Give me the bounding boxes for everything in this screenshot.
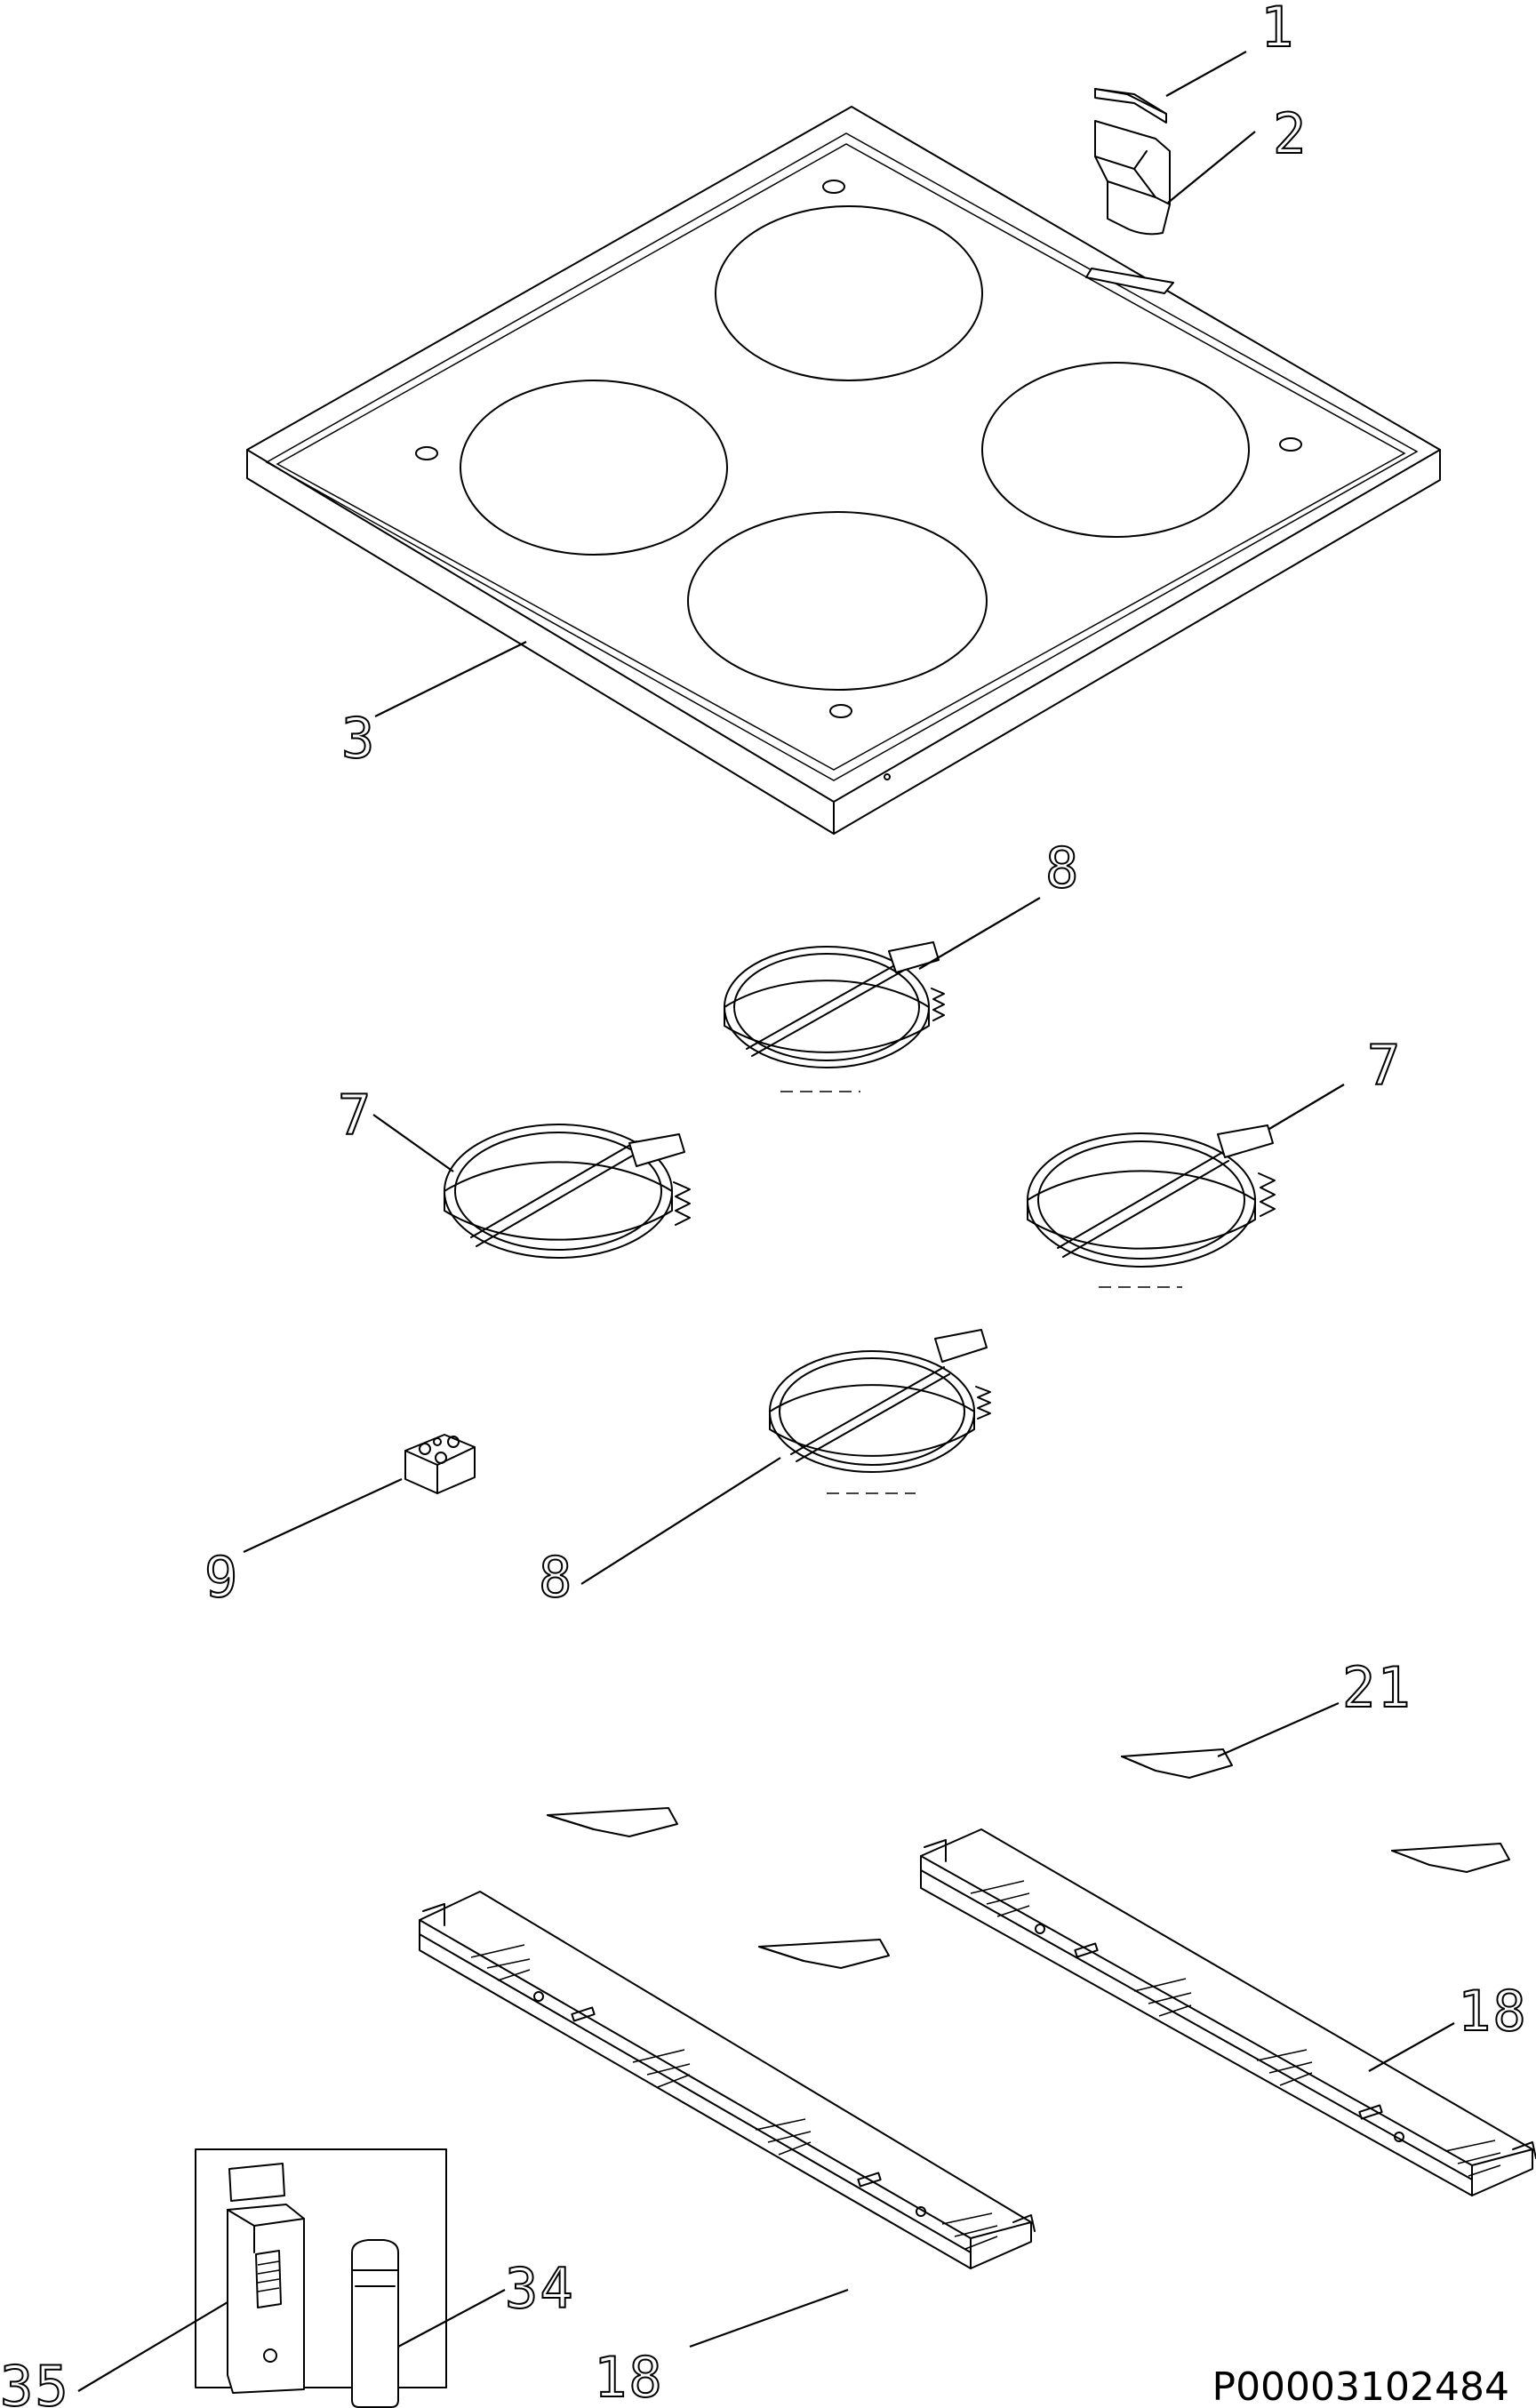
part-8-heating-element-bottom — [769, 1329, 991, 1494]
callout-21: 21 — [1342, 1655, 1412, 1720]
callout-1: 1 — [1260, 0, 1295, 60]
part-3-hob-top — [246, 106, 1441, 835]
callout-35: 35 — [0, 2354, 70, 2408]
drawing-code: P00003102484 — [1212, 2364, 1509, 2408]
callout-8-bottom: 8 — [539, 1545, 573, 1610]
part-7-heating-element-right — [1027, 1124, 1276, 1288]
part-8-heating-element-top — [724, 941, 945, 1092]
part-9-terminal-block — [404, 1434, 476, 1494]
callout-7-right: 7 — [1367, 1033, 1402, 1098]
part-18-rail-right — [920, 1828, 1536, 2196]
callout-2: 2 — [1273, 101, 1308, 166]
part-2-sleeve — [1094, 120, 1171, 236]
parts-kit-box — [195, 2148, 447, 2394]
part-1-cap — [1094, 88, 1167, 124]
part-7-heating-element-left — [444, 1124, 691, 1259]
part-18-rail-left — [419, 1891, 1036, 2269]
callout-8-top: 8 — [1045, 836, 1080, 900]
callout-3: 3 — [341, 706, 376, 771]
callout-7-left: 7 — [338, 1083, 372, 1148]
callout-34: 34 — [505, 2256, 575, 2321]
callout-9: 9 — [204, 1545, 239, 1610]
leader-lines — [77, 51, 1455, 2392]
callout-18-right: 18 — [1458, 1979, 1528, 2044]
part-21-clips — [547, 1748, 1510, 1969]
part-34-bottle — [351, 2239, 399, 2408]
callout-18-left: 18 — [594, 2345, 664, 2408]
